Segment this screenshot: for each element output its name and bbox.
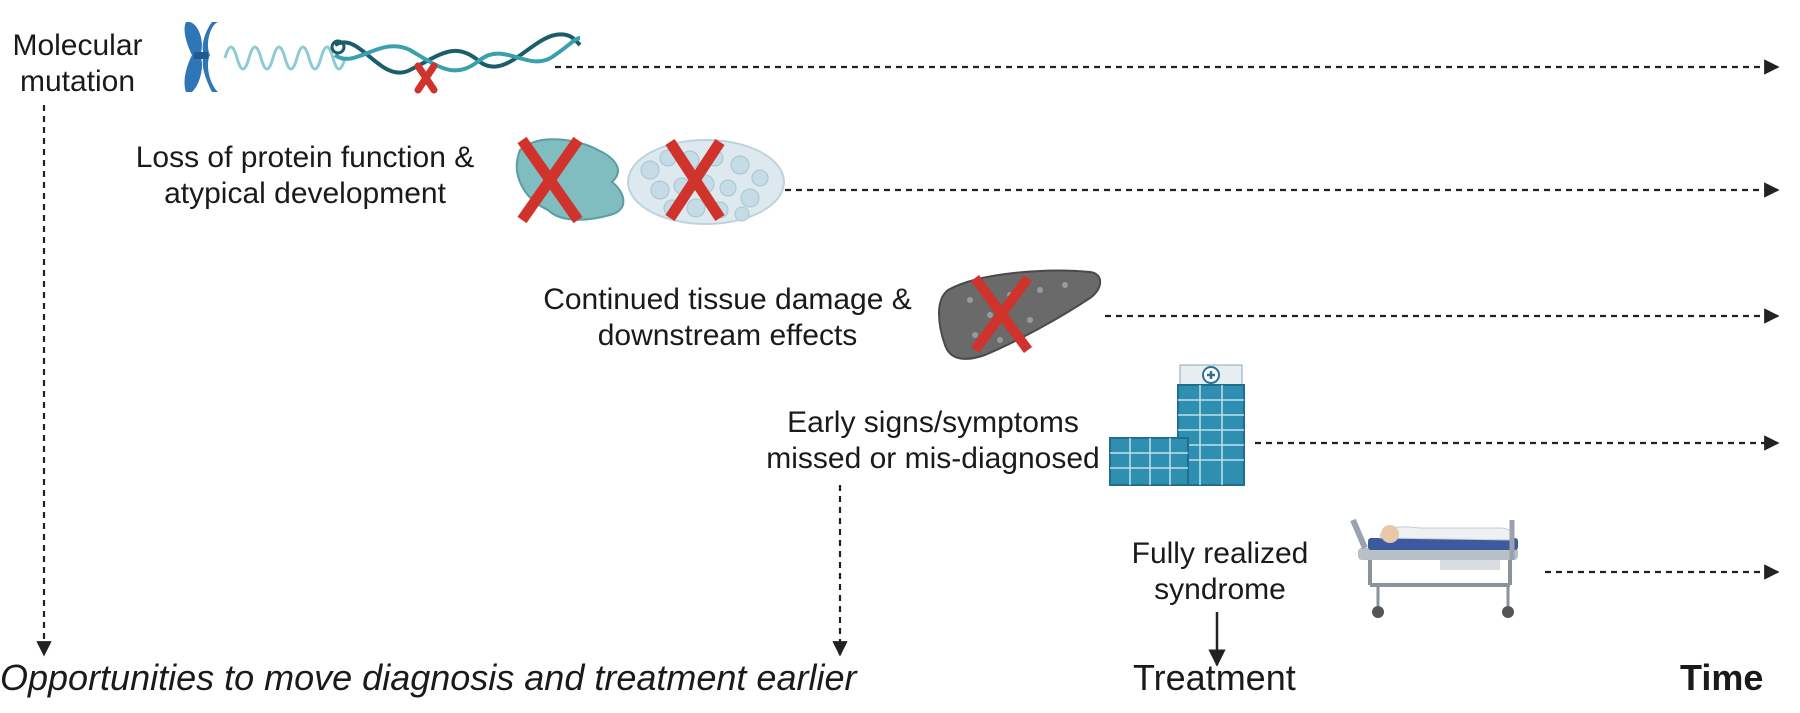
hospital-bed-patient-icon <box>1350 518 1518 618</box>
unwound-dna-coil <box>223 45 347 71</box>
stage-label-protein-loss: Loss of protein function &atypical devel… <box>135 141 475 210</box>
cell-cluster-icon <box>627 139 785 225</box>
protein-x-mark <box>517 136 583 224</box>
opportunities-caption: Opportunities to move diagnosis and trea… <box>0 657 857 698</box>
time-axis-label: Time <box>1680 657 1764 698</box>
cells-x-mark <box>665 138 725 222</box>
hospital-building-icon <box>1109 364 1245 486</box>
dna-helix-icon <box>330 32 582 75</box>
mutation-x-mark <box>414 62 438 94</box>
stage-label-tissue-damage: Continued tissue damage &downstream effe… <box>543 283 912 352</box>
chromosome-icon <box>184 22 218 92</box>
liver-x-mark <box>970 275 1033 353</box>
